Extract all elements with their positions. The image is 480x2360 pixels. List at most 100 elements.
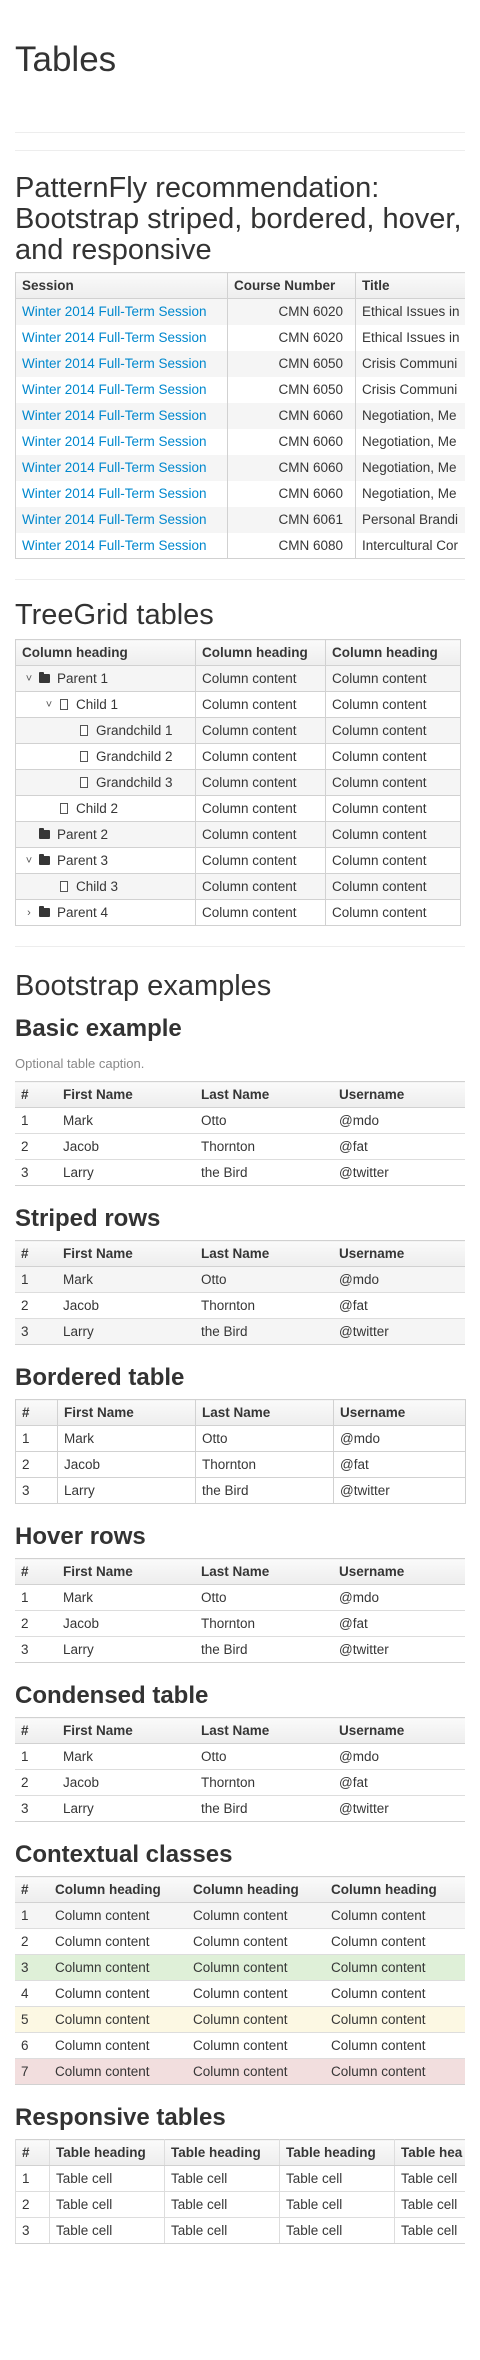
table-cell: Column content bbox=[187, 1954, 325, 1981]
table-cell: Column content bbox=[49, 1980, 187, 2007]
table-cell: 1 bbox=[15, 1743, 57, 1770]
file-icon bbox=[60, 803, 68, 814]
table-cell: 2 bbox=[15, 1292, 57, 1319]
table-cell: the Bird bbox=[195, 1477, 334, 1504]
table-cell: Larry bbox=[57, 1795, 195, 1822]
section-heading-treegrid: TreeGrid tables bbox=[15, 599, 214, 631]
chevron-down-icon[interactable]: ˅ bbox=[25, 854, 33, 867]
session-link[interactable]: Winter 2014 Full-Term Session bbox=[22, 537, 207, 553]
chevron-right-icon[interactable]: › bbox=[27, 906, 31, 919]
title-cell: Crisis Communi bbox=[355, 376, 465, 403]
chevron-down-icon[interactable]: ˅ bbox=[25, 672, 33, 685]
table-cell: 2 bbox=[15, 2191, 50, 2218]
table-cell: Column content bbox=[187, 1928, 325, 1955]
table-cell: @mdo bbox=[333, 1266, 465, 1293]
course-number-cell: CMN 6050 bbox=[227, 376, 356, 403]
table-cell: 3 bbox=[15, 1795, 57, 1822]
column-header: Column heading bbox=[195, 639, 326, 666]
title-cell: Crisis Communi bbox=[355, 350, 465, 377]
table-cell: Jacob bbox=[57, 1610, 195, 1637]
table-cell: Column content bbox=[325, 743, 461, 770]
node-label: Child 2 bbox=[76, 801, 119, 816]
session-link[interactable]: Winter 2014 Full-Term Session bbox=[22, 512, 207, 527]
table-cell: Column content bbox=[195, 691, 326, 718]
table-cell: Column content bbox=[325, 1954, 465, 1981]
session-link[interactable]: Winter 2014 Full-Term Session bbox=[22, 304, 207, 320]
table-cell: Otto bbox=[195, 1743, 333, 1770]
table-cell: Thornton bbox=[195, 1769, 333, 1796]
table-cell: 3 bbox=[15, 1636, 57, 1663]
table-cell: Column content bbox=[325, 821, 461, 848]
course-number-cell: CMN 6020 bbox=[227, 298, 356, 325]
table-cell: Column content bbox=[325, 2058, 465, 2085]
session-link[interactable]: Winter 2014 Full-Term Session bbox=[22, 486, 207, 501]
table-cell: Table cell bbox=[279, 2191, 395, 2218]
table-cell: Column content bbox=[325, 899, 461, 926]
table-cell: Larry bbox=[57, 1318, 195, 1345]
tree-node: ›Parent 4 bbox=[22, 905, 189, 920]
table-cell: the Bird bbox=[195, 1795, 333, 1822]
tree-node: ˅ Parent 3 bbox=[22, 853, 189, 868]
row-number: 2 bbox=[15, 1928, 49, 1955]
table-cell: Column content bbox=[325, 691, 461, 718]
column-header: Last Name bbox=[195, 1240, 333, 1267]
table-cell: Column content bbox=[325, 2006, 465, 2033]
table-cell: Mark bbox=[57, 1425, 196, 1452]
table-cell: Column content bbox=[49, 2058, 187, 2085]
table-cell: Jacob bbox=[57, 1292, 195, 1319]
table-cell: 2 bbox=[15, 1769, 57, 1796]
node-label: Parent 3 bbox=[57, 853, 109, 868]
table-cell: Column content bbox=[195, 821, 326, 848]
session-link[interactable]: Winter 2014 Full-Term Session bbox=[22, 408, 207, 423]
session-link[interactable]: Winter 2014 Full-Term Session bbox=[22, 434, 207, 449]
column-header: Username bbox=[333, 1240, 465, 1267]
column-header: # bbox=[15, 1081, 57, 1108]
table-cell: 3 bbox=[15, 2217, 50, 2244]
title-cell: Intercultural Cor bbox=[355, 532, 465, 559]
divider bbox=[15, 132, 465, 133]
course-number-cell: CMN 6061 bbox=[227, 506, 356, 533]
table-cell: Larry bbox=[57, 1636, 195, 1663]
table-cell: Mark bbox=[57, 1107, 195, 1134]
divider bbox=[15, 150, 465, 151]
file-icon bbox=[60, 881, 68, 892]
session-link[interactable]: Winter 2014 Full-Term Session bbox=[22, 460, 207, 475]
tree-cell: ˅ Parent 3 bbox=[15, 847, 196, 874]
tree-cell: ˅Parent 1 bbox=[15, 665, 196, 692]
table-cell: Column content bbox=[195, 873, 326, 900]
divider bbox=[15, 946, 465, 947]
table-cell: Column content bbox=[49, 1954, 187, 1981]
table-cell: Column content bbox=[187, 2032, 325, 2059]
table-cell: Column content bbox=[195, 665, 326, 692]
chevron-down-icon[interactable]: ˅ bbox=[45, 698, 53, 711]
table-cell: Column content bbox=[195, 847, 326, 874]
tree-cell: Parent 2 bbox=[15, 821, 196, 848]
session-link[interactable]: Winter 2014 Full-Term Session bbox=[22, 330, 207, 345]
session-link[interactable]: Winter 2014 Full-Term Session bbox=[22, 382, 207, 397]
column-header: Last Name bbox=[195, 1717, 333, 1744]
course-number-cell: CMN 6050 bbox=[227, 350, 356, 377]
course-number-cell: CMN 6060 bbox=[227, 454, 356, 481]
session-link[interactable]: Winter 2014 Full-Term Session bbox=[22, 356, 207, 371]
